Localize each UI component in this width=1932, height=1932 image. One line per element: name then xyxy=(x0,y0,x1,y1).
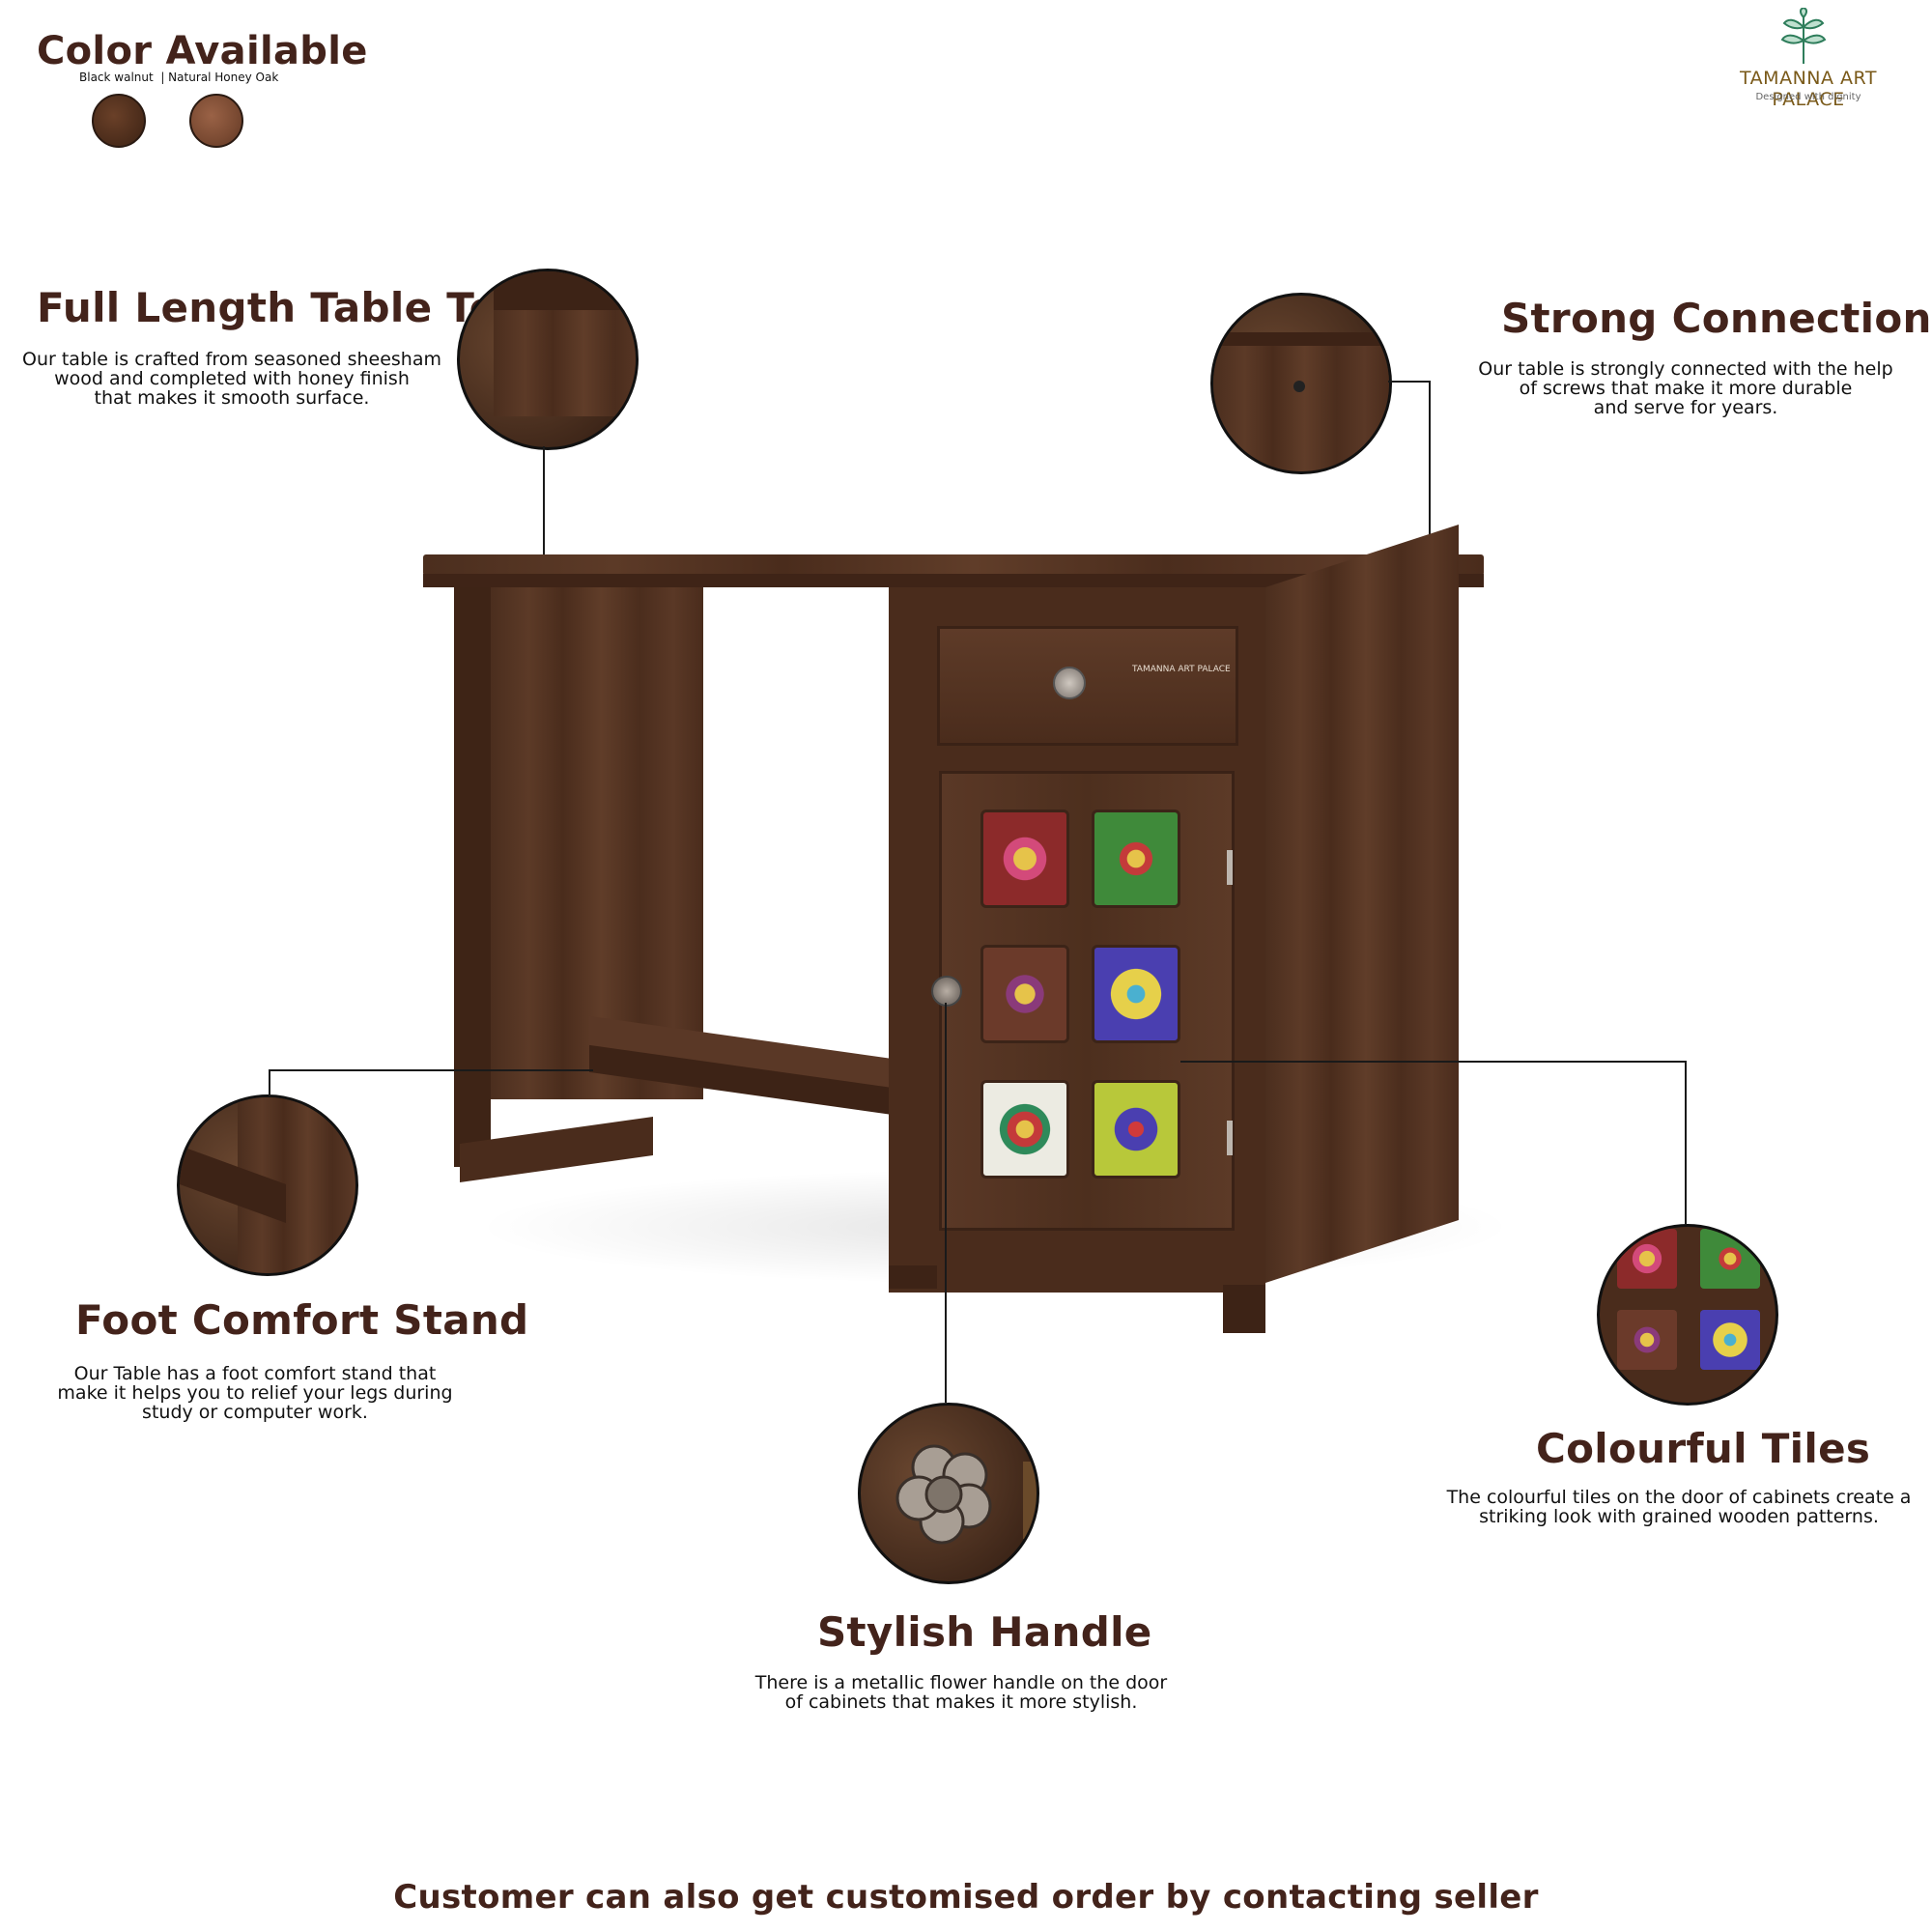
color-options-label: Black walnut | Natural Honey Oak xyxy=(79,71,279,84)
tile-2 xyxy=(1092,810,1180,908)
callout-line-table-top xyxy=(543,446,545,558)
zoom-table-top xyxy=(457,269,639,450)
connections-description: Our table is strongly connected with the… xyxy=(1478,358,1893,418)
callout-line-tiles-h xyxy=(1180,1061,1687,1063)
zoom-tiles xyxy=(1597,1224,1778,1406)
zoom-handle xyxy=(858,1403,1039,1584)
footer-note: Customer can also get customised order b… xyxy=(393,1878,1539,1917)
table-top-description: Our table is crafted from seasoned shees… xyxy=(22,349,441,409)
brand-logo xyxy=(1750,6,1857,66)
table-top-title: Full Length Table Top xyxy=(37,284,527,331)
connections-title: Strong Connections xyxy=(1501,295,1932,342)
leaf-icon xyxy=(1780,6,1827,64)
tile-5 xyxy=(980,1080,1069,1179)
callout-line-connections-v xyxy=(1429,381,1431,595)
flower-handle-icon xyxy=(895,1444,1037,1545)
foot-stand-title: Foot Comfort Stand xyxy=(75,1296,529,1344)
callout-line-tiles-v xyxy=(1685,1061,1687,1225)
swatch-natural-honey-oak[interactable] xyxy=(189,94,243,148)
brand-name: TAMANNA ART PALACE xyxy=(1740,68,1877,110)
tiles-description: The colourful tiles on the door of cabin… xyxy=(1446,1487,1912,1527)
foot-stand-description: Our Table has a foot comfort stand that … xyxy=(57,1363,453,1423)
handle-description: There is a metallic flower handle on the… xyxy=(754,1672,1168,1713)
drawer-brand-label: TAMANNA ART PALACE xyxy=(1132,665,1231,674)
handle-title: Stylish Handle xyxy=(817,1608,1152,1656)
zoom-foot-stand xyxy=(177,1094,358,1276)
tile-4 xyxy=(1092,945,1180,1043)
tile-3 xyxy=(980,945,1069,1043)
drawer-knob-icon[interactable] xyxy=(1053,667,1086,699)
tile-6 xyxy=(1092,1080,1180,1179)
color-available-title: Color Available xyxy=(37,29,368,73)
callout-line-foot-stand-h xyxy=(269,1069,593,1071)
swatch-black-walnut[interactable] xyxy=(92,94,146,148)
brand-tagline: Designed with dignity xyxy=(1755,92,1861,102)
door-handle-icon[interactable] xyxy=(931,976,962,1007)
desk-image: TAMANNA ART PALACE xyxy=(415,525,1517,1352)
tiles-title: Colourful Tiles xyxy=(1536,1425,1871,1472)
callout-line-handle xyxy=(945,1003,947,1403)
tile-1 xyxy=(980,810,1069,908)
callout-line-connections-h xyxy=(1388,381,1431,383)
zoom-connections xyxy=(1210,293,1392,474)
callout-line-foot-stand-v xyxy=(269,1069,270,1096)
